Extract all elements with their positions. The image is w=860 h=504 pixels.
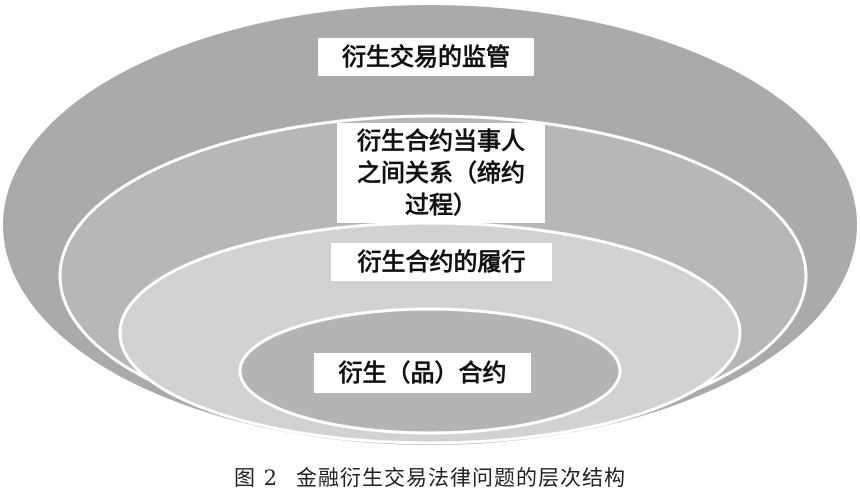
layer-inner-label-line: 衍生（品）合约 xyxy=(338,359,507,387)
figure-title: 金融衍生交易法律问题的层次结构 xyxy=(296,466,627,490)
layer-third-label: 衍生合约的履行 xyxy=(331,243,552,281)
layer-inner-label: 衍生（品）合约 xyxy=(314,353,531,393)
layer-outer-label: 衍生交易的监管 xyxy=(318,38,534,76)
figure-caption: 图 2 金融衍生交易法律问题的层次结构 xyxy=(0,462,860,492)
figure-number: 图 2 xyxy=(233,466,279,490)
layer-outer-label-line: 衍生交易的监管 xyxy=(342,43,510,71)
layer-second-label-line-1: 衍生合约当事人 xyxy=(357,127,525,155)
layer-second-label: 衍生合约当事人 之间关系（缔约 过程） xyxy=(337,123,545,223)
layer-third-label-line: 衍生合约的履行 xyxy=(357,248,526,276)
layer-second-label-line-2: 之间关系（缔约 xyxy=(357,159,525,187)
layer-second-label-line-3: 过程） xyxy=(405,191,477,219)
